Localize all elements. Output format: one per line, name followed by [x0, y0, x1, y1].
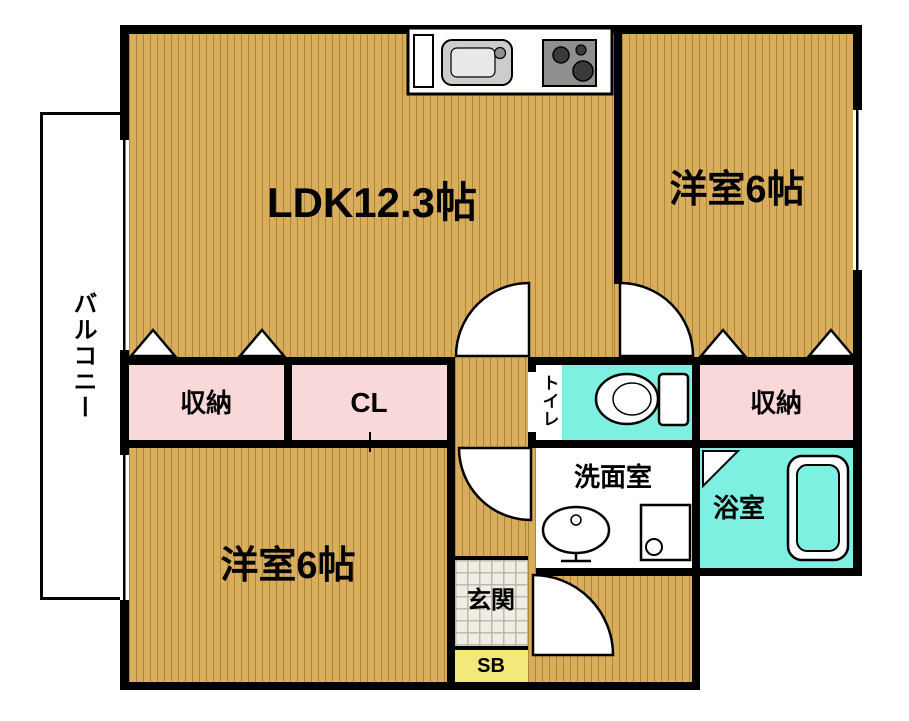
closet-cl — [292, 365, 447, 440]
closet-left — [129, 365, 284, 440]
bedroom-top-right-label: 洋室6帖 — [669, 169, 805, 211]
room-entrance — [455, 560, 528, 646]
room-bedroom-bottom-left — [129, 448, 447, 682]
room-bedroom-top-right — [622, 34, 853, 357]
shoebox-label: SB — [477, 655, 505, 677]
bathroom-label: 浴室 — [712, 493, 766, 523]
doorway-washroom — [528, 448, 536, 576]
toilet-label: トイレ — [539, 374, 559, 428]
doorway-ldk-bedroom — [614, 284, 622, 357]
closet-right — [700, 365, 853, 440]
bedroom-bottom-left-label: 洋室6帖 — [220, 545, 356, 587]
window-bedroom-bottom-left — [120, 455, 129, 600]
closet-right-label: 収納 — [749, 388, 803, 418]
toilet-door-strip — [536, 365, 562, 440]
entrance-label: 玄関 — [467, 587, 515, 614]
exterior-notch — [700, 576, 862, 690]
room-toilet — [562, 365, 692, 440]
window-bedroom-top-right — [853, 110, 862, 270]
hallway — [455, 357, 528, 556]
closet-left-label: 収納 — [179, 388, 233, 418]
balcony-label: バルコニー — [69, 291, 96, 421]
doorway-toilet — [528, 372, 536, 432]
closet-cl-label: CL — [350, 387, 388, 418]
entrance-hall — [528, 576, 692, 682]
ldk-label: LDK12.3帖 — [266, 179, 478, 226]
shoebox-area — [455, 650, 528, 682]
balcony-area — [40, 112, 124, 600]
washroom-label: 洗面室 — [573, 462, 653, 492]
window-ldk — [120, 140, 129, 350]
